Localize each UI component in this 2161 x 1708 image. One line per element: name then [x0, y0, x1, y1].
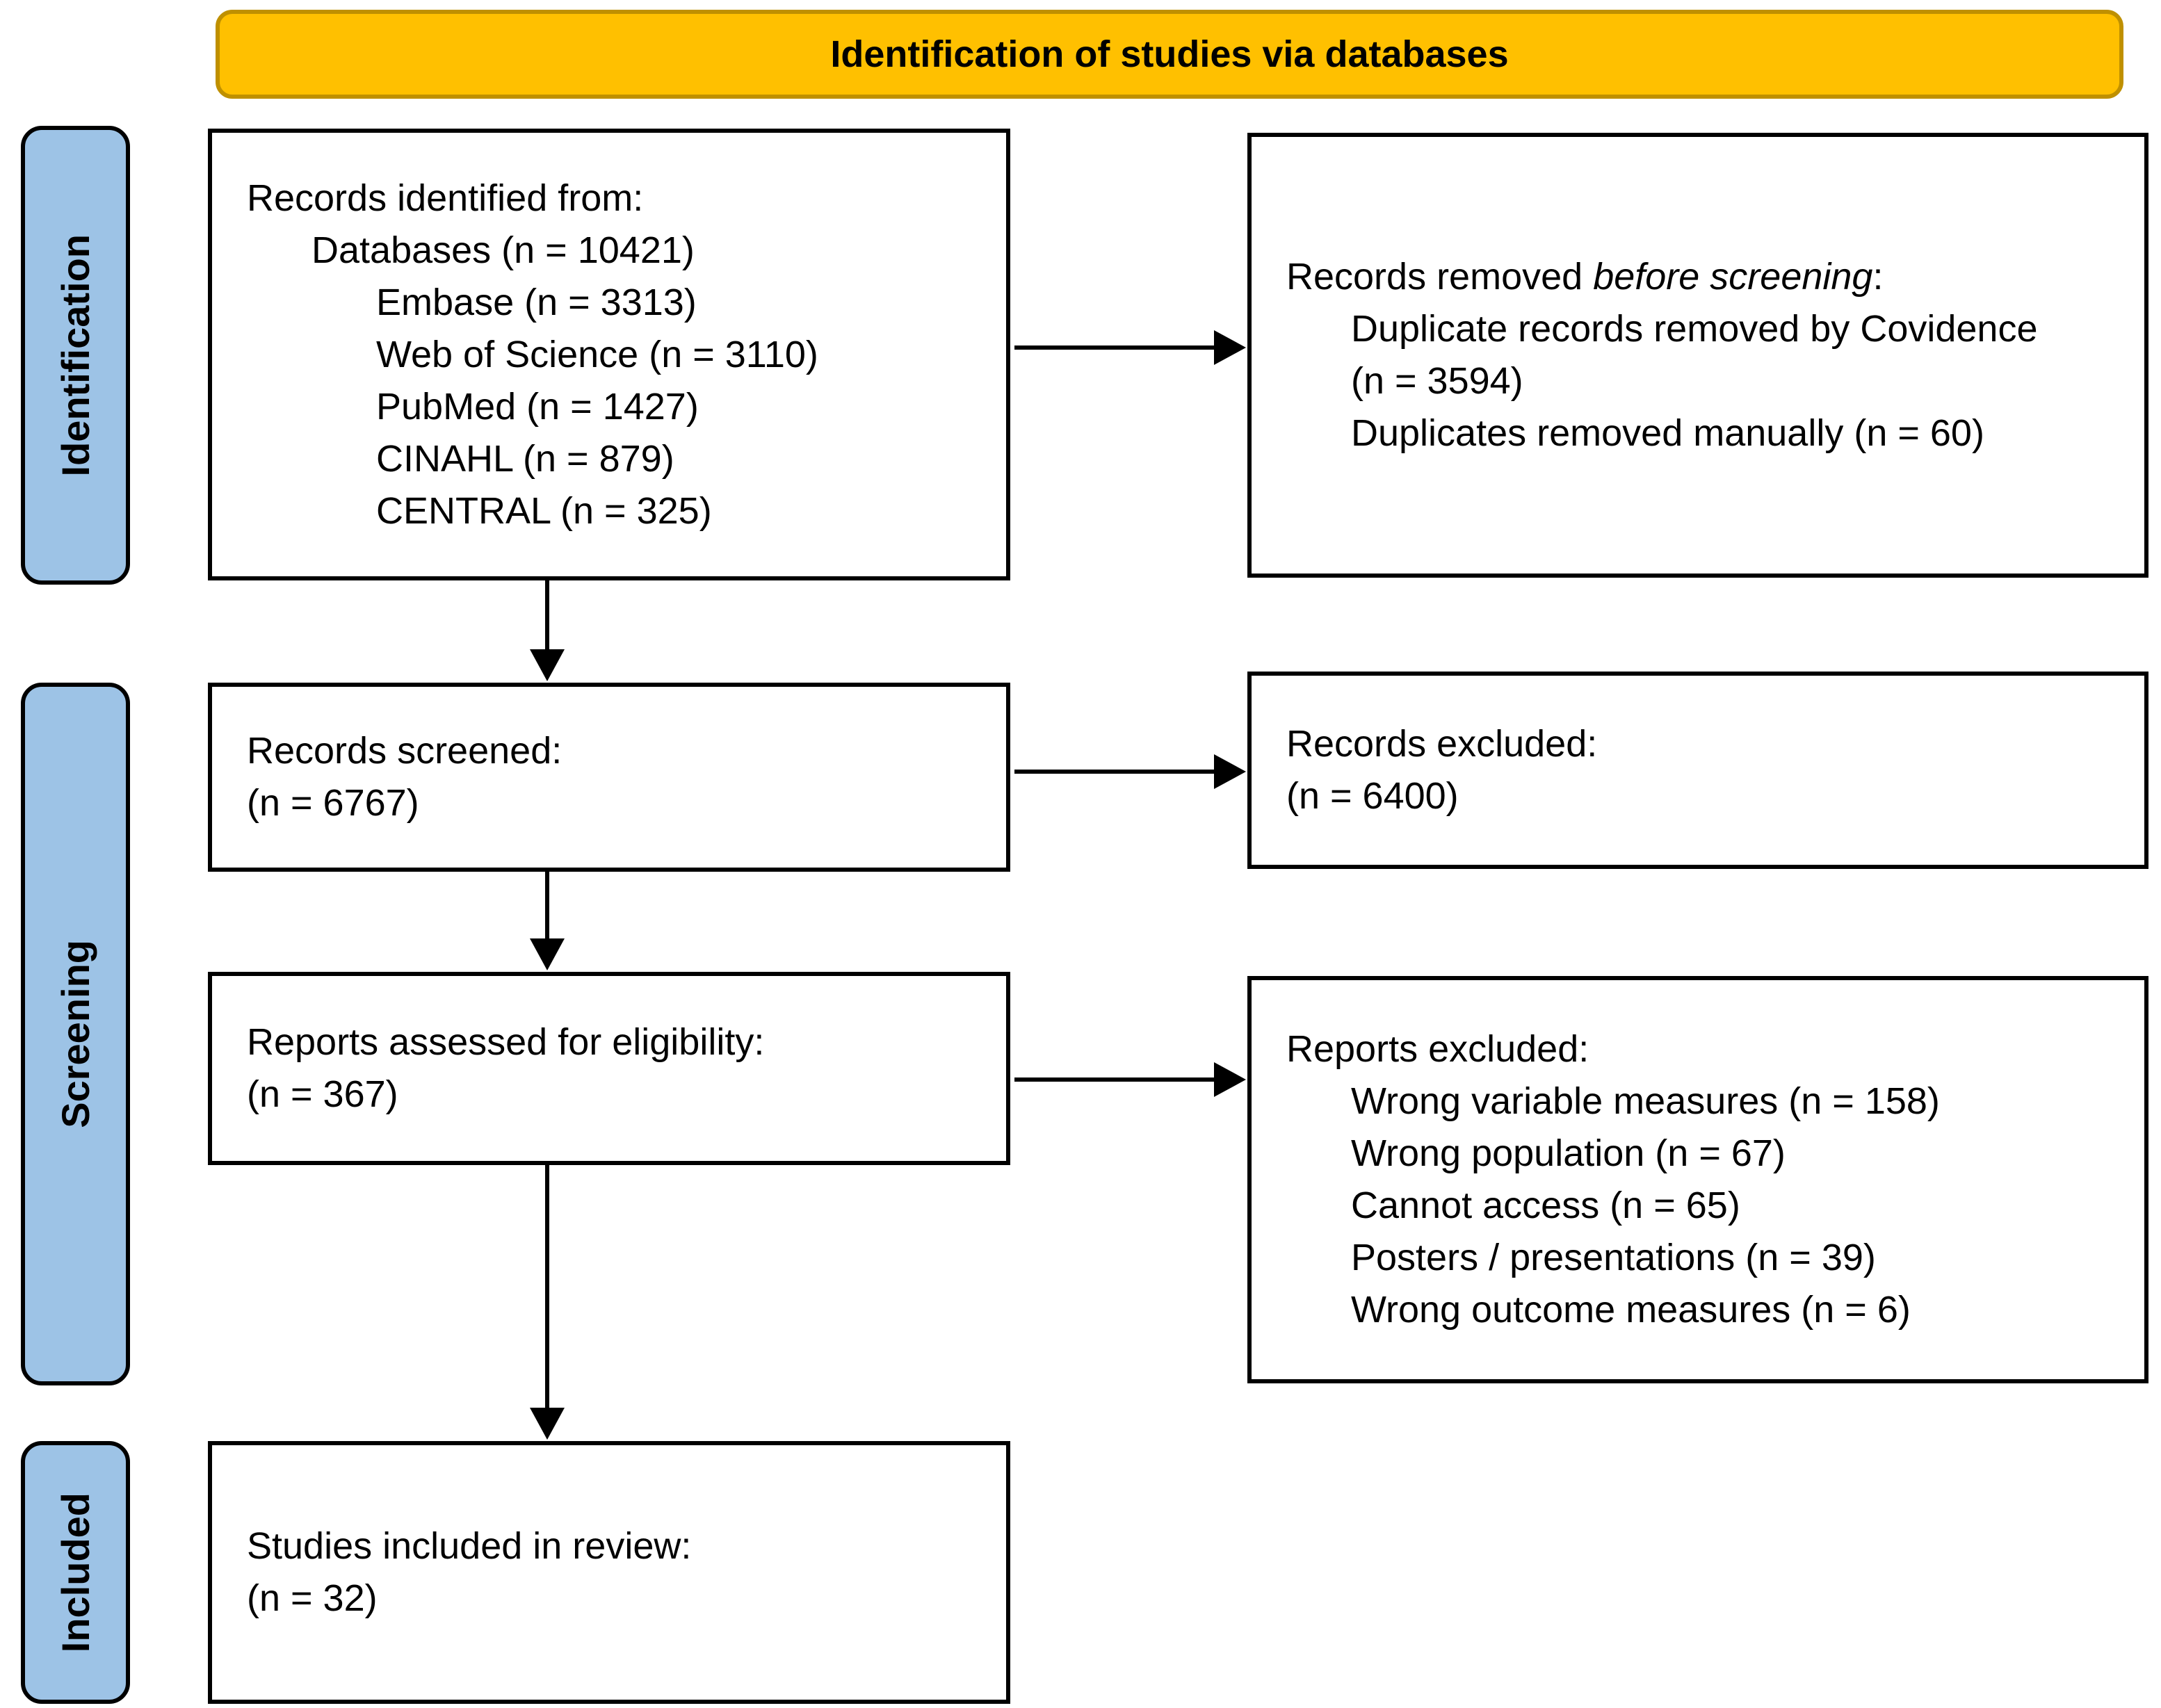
box-line: Wrong outcome measures (n = 6): [1286, 1284, 2123, 1336]
box-line: Reports excluded:: [1286, 1023, 2123, 1075]
box-line: Embase (n = 3313): [247, 277, 985, 329]
arrow-assessed-to-included-line: [545, 1165, 549, 1410]
box-line-run: Records removed: [1286, 256, 1594, 298]
box-line-run: (n = 32): [247, 1577, 378, 1619]
box-line-run: Web of Science (n = 3110): [376, 333, 818, 375]
box-records-removed-before-screening: Records removed before screening: Duplica…: [1247, 133, 2148, 578]
box-line-run: CINAHL (n = 879): [376, 437, 674, 480]
box-line: Cannot access (n = 65): [1286, 1180, 2123, 1232]
box-line-run: Records excluded:: [1286, 723, 1598, 765]
arrow-screened-to-excluded-line: [1014, 770, 1216, 774]
box-line: (n = 3594): [1286, 355, 2123, 407]
box-line-run: :: [1872, 256, 1884, 298]
box-line-run: (n = 6767): [247, 782, 419, 824]
box-line: Wrong variable measures (n = 158): [1286, 1075, 2123, 1128]
box-line-run: Wrong variable measures (n = 158): [1351, 1080, 1940, 1122]
box-line: (n = 367): [247, 1068, 985, 1121]
stage-label-identification: Identification: [21, 126, 130, 585]
arrow-identified-to-removed-line: [1014, 345, 1216, 350]
box-reports-assessed: Reports assessed for eligibility: (n = 36…: [208, 972, 1010, 1165]
arrow-screened-to-assessed-head-icon: [530, 938, 565, 970]
arrow-identified-to-screened-head-icon: [530, 649, 565, 681]
box-line-run: Cannot access (n = 65): [1351, 1185, 1740, 1226]
box-studies-included: Studies included in review: (n = 32): [208, 1441, 1010, 1704]
stage-label-screening-text: Screening: [54, 940, 97, 1128]
arrow-assessed-to-reports-excluded-head-icon: [1214, 1062, 1246, 1097]
arrow-screened-to-excluded-head-icon: [1214, 754, 1246, 789]
arrow-identified-to-screened-line: [545, 580, 549, 652]
box-line-run: Records identified from:: [247, 177, 644, 219]
box-line: (n = 32): [247, 1572, 985, 1625]
box-line-run: Duplicate records removed by Covidence: [1351, 308, 2038, 350]
stage-label-included: Included: [21, 1441, 130, 1704]
arrow-assessed-to-included-head-icon: [530, 1408, 565, 1440]
box-line-run: PubMed (n = 1427): [376, 385, 699, 428]
box-line-run: Reports assessed for eligibility:: [247, 1021, 765, 1063]
box-line: Wrong population (n = 67): [1286, 1128, 2123, 1180]
box-line-run: (n = 367): [247, 1073, 398, 1115]
box-line-run: Databases (n = 10421): [311, 229, 695, 271]
box-line: Databases (n = 10421): [247, 225, 985, 277]
stage-label-screening: Screening: [21, 683, 130, 1385]
box-line-run: Studies included in review:: [247, 1525, 692, 1567]
box-line: Records screened:: [247, 725, 985, 777]
box-line: Records removed before screening:: [1286, 251, 2123, 303]
arrow-screened-to-assessed-line: [545, 872, 549, 941]
box-line: CINAHL (n = 879): [247, 433, 985, 485]
box-line-run: Embase (n = 3313): [376, 281, 697, 323]
stage-label-identification-text: Identification: [54, 234, 97, 477]
box-line: Duplicates removed manually (n = 60): [1286, 407, 2123, 459]
box-line: Studies included in review:: [247, 1520, 985, 1572]
box-line-run: Posters / presentations (n = 39): [1351, 1237, 1876, 1278]
box-line-run: (n = 6400): [1286, 775, 1459, 817]
box-line: PubMed (n = 1427): [247, 381, 985, 433]
box-reports-excluded: Reports excluded: Wrong variable measures…: [1247, 976, 2148, 1383]
box-line: Web of Science (n = 3110): [247, 329, 985, 381]
box-line-run: (n = 3594): [1351, 360, 1523, 402]
arrow-identified-to-removed-head-icon: [1214, 330, 1246, 365]
header-banner: Identification of studies via databases: [216, 10, 2123, 99]
box-line-run: Reports excluded:: [1286, 1028, 1589, 1070]
box-line-run: Wrong population (n = 67): [1351, 1132, 1786, 1174]
box-line: Records excluded:: [1286, 718, 2123, 770]
box-records-screened: Records screened: (n = 6767): [208, 683, 1010, 872]
box-line-run: CENTRAL (n = 325): [376, 489, 712, 532]
box-line-run: Wrong outcome measures (n = 6): [1351, 1289, 1911, 1331]
box-line: Duplicate records removed by Covidence: [1286, 303, 2123, 355]
arrow-assessed-to-reports-excluded-line: [1014, 1077, 1216, 1082]
box-line: CENTRAL (n = 325): [247, 485, 985, 537]
box-line-run: Duplicates removed manually (n = 60): [1351, 412, 1984, 454]
box-line-run-italic: before screening: [1593, 256, 1873, 298]
box-line: Posters / presentations (n = 39): [1286, 1232, 2123, 1284]
header-banner-label: Identification of studies via databases: [830, 33, 1509, 75]
box-line-run: Records screened:: [247, 730, 562, 772]
box-records-identified: Records identified from: Databases (n = 1…: [208, 129, 1010, 580]
stage-label-included-text: Included: [54, 1492, 97, 1653]
box-line: Reports assessed for eligibility:: [247, 1016, 985, 1068]
box-line: (n = 6400): [1286, 770, 2123, 822]
box-line: Records identified from:: [247, 172, 985, 225]
box-line: (n = 6767): [247, 777, 985, 829]
box-records-excluded: Records excluded: (n = 6400): [1247, 672, 2148, 869]
